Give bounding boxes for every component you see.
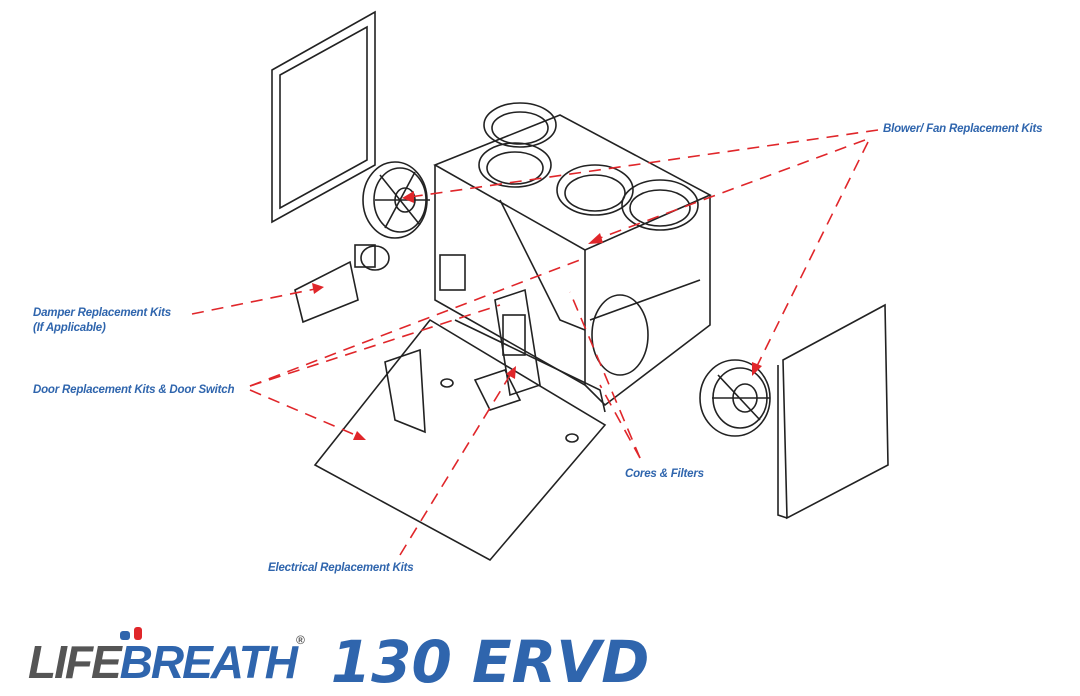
leader-door-2: [249, 304, 501, 387]
electrical-board: [473, 288, 541, 411]
leader-door: [249, 389, 361, 438]
duct-collars: [478, 102, 699, 231]
logo-part2: BREATH: [119, 636, 298, 688]
registered-mark: ®: [295, 633, 305, 647]
blower-left: [362, 161, 430, 239]
logo-dots-icon: [120, 627, 142, 640]
damper: [294, 244, 390, 324]
leader-blower-left: [409, 129, 879, 198]
callout-blower-fan: Blower/ Fan Replacement Kits: [883, 123, 1043, 135]
callout-cores-filters: Cores & Filters: [625, 468, 704, 480]
leader-blower-right: [755, 141, 869, 369]
filter-frame: [271, 10, 376, 224]
lifebreath-logo: LIFEBREATH®: [28, 627, 305, 690]
blower-right: [699, 359, 771, 437]
callout-door: Door Replacement Kits & Door Switch: [33, 384, 235, 396]
model-name: 130 ERVD: [330, 628, 650, 696]
leader-door-switch: [249, 257, 586, 387]
callout-damper-note: (If Applicable): [33, 322, 106, 334]
cabinet: [433, 114, 712, 413]
leader-blower-top: [599, 139, 866, 239]
leader-lines: [191, 129, 879, 556]
callout-electrical: Electrical Replacement Kits: [268, 562, 414, 574]
callout-damper: Damper Replacement Kits: [33, 307, 171, 319]
leader-electrical: [399, 371, 513, 556]
door-panel: [313, 318, 607, 562]
unit-line-art: [271, 10, 889, 562]
leader-damper: [191, 287, 321, 315]
leader-cores-1: [569, 291, 641, 459]
leader-arrowheads: [312, 191, 762, 440]
brand-row: LIFEBREATH® 130 ERVD: [28, 627, 650, 696]
exploded-diagram: [191, 10, 889, 562]
logo-part1: LIFE: [28, 636, 122, 688]
side-panel: [777, 303, 889, 520]
leader-cores-2: [599, 384, 641, 459]
